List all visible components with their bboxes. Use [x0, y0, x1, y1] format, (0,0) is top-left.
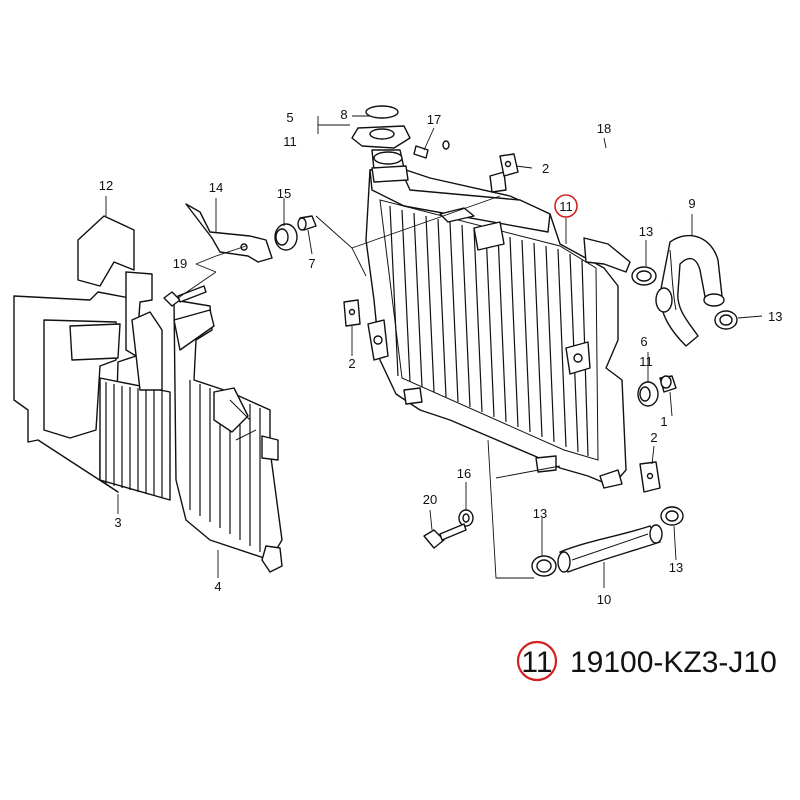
label-13-lower-left: 13 [533, 506, 547, 521]
label-9: 9 [688, 196, 695, 211]
side-cover-4 [173, 299, 283, 573]
label-14: 14 [209, 180, 223, 195]
collar-1 [659, 375, 677, 393]
label-2-top: 2 [542, 161, 549, 176]
hose-clamp-13-upper-right [714, 310, 738, 330]
label-13-upper-right: 13 [768, 309, 782, 324]
hose-clamp-13-lower-left [531, 555, 557, 577]
label-15: 15 [277, 186, 291, 201]
leader-lines [105, 115, 763, 588]
label-16: 16 [457, 466, 471, 481]
label-13-upper-left: 13 [639, 224, 653, 239]
label-5: 5 [286, 110, 293, 125]
label-19: 19 [173, 256, 187, 271]
grommet-15 [274, 223, 298, 251]
hose-clamp-13-upper-left [631, 266, 657, 286]
highlight-callout-11: 11 [554, 194, 578, 218]
washer-16 [458, 509, 474, 527]
label-18: 18 [597, 121, 611, 136]
label-1: 1 [660, 414, 667, 429]
label-4: 4 [214, 579, 221, 594]
label-10: 10 [597, 592, 611, 607]
label-2-right: 2 [650, 430, 657, 445]
part-number-legend: 11 19100-KZ3-J10 [516, 640, 777, 682]
clip-2-right [639, 461, 661, 493]
label-3: 3 [114, 515, 121, 530]
hose-clamp-13-lower-right [660, 506, 684, 526]
label-11-side: 11 [639, 354, 653, 369]
radiator-shroud-3 [13, 215, 171, 501]
bracket-14 [185, 203, 273, 263]
label-11-radiator: 11 [559, 199, 573, 214]
lower-hose-10 [557, 524, 663, 573]
label-2-left: 2 [348, 356, 355, 371]
label-13-lower-right: 13 [669, 560, 683, 575]
bolt-20 [423, 523, 467, 549]
overflow-tube-18 [442, 137, 670, 222]
upper-hose-9 [655, 234, 725, 347]
bolt-19 [163, 285, 207, 307]
radiator-11 [365, 165, 631, 489]
grommet-6 [637, 381, 659, 407]
label-20: 20 [423, 492, 437, 507]
clip-2-left [343, 299, 361, 327]
label-17: 17 [427, 112, 441, 127]
label-7: 7 [308, 256, 315, 271]
label-11-cap: 11 [283, 134, 297, 149]
legend-part-number: 19100-KZ3-J10 [570, 646, 777, 679]
label-8: 8 [340, 107, 347, 122]
callout-labels: 1 2 2 2 3 4 5 6 7 8 9 10 11 11 11 12 13 … [99, 107, 783, 607]
clip-2-top [499, 153, 519, 177]
legend-ref-number: 11 [521, 646, 552, 679]
label-6: 6 [640, 334, 647, 349]
radiator-cap-5 [351, 105, 411, 171]
clip-17 [413, 145, 429, 159]
label-12: 12 [99, 178, 113, 193]
collar-7 [297, 215, 317, 231]
